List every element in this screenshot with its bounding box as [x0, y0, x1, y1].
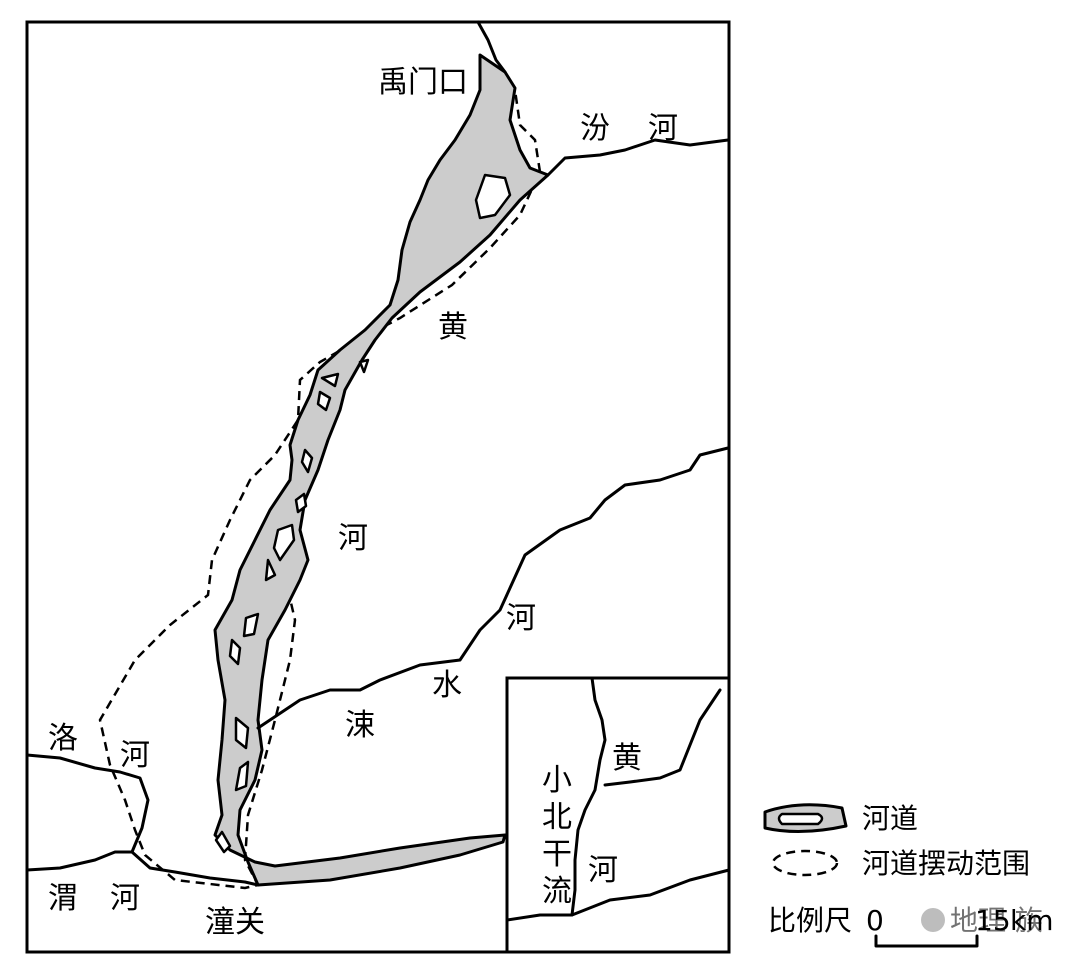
label-su-3: 涑: [345, 708, 375, 743]
label-wei-1: 渭: [48, 881, 78, 916]
inset-bottom-river: [505, 868, 731, 922]
watermark: 地理 族: [921, 904, 1043, 937]
scale-unit: km: [1010, 904, 1054, 937]
inset-frame: [505, 676, 731, 954]
scale-zero: 0: [866, 904, 884, 937]
scale-value: 15: [975, 904, 1011, 937]
island: [242, 612, 260, 638]
island: [320, 372, 340, 388]
legend-swing-label: 河道摆动范围: [862, 847, 1030, 880]
label-fen-he-1: 汾: [580, 111, 610, 146]
label-tongguan: 潼关: [205, 905, 265, 940]
island: [234, 716, 250, 750]
inset-map: 黄 河 小 北 干 流: [505, 676, 731, 954]
legend: 河道 河道摆动范围: [763, 802, 1030, 880]
inset-label-gan: 干: [542, 837, 572, 872]
scale-bar: 比例尺 0 15 km: [768, 904, 1054, 948]
label-huang-main: 黄: [438, 310, 468, 345]
legend-channel-label: 河道: [862, 802, 918, 835]
scale-label: 比例尺: [768, 904, 852, 937]
label-wei-2: 河: [110, 881, 140, 916]
legend-swing-symbol: [771, 849, 839, 877]
label-luo-1: 洛: [48, 721, 78, 756]
wechat-icon: [921, 908, 945, 932]
island: [300, 448, 314, 474]
luo-river: [25, 753, 150, 854]
label-fen-he-2: 河: [648, 111, 678, 146]
label-su-2: 水: [432, 668, 462, 703]
fen-river: [546, 138, 730, 177]
island: [294, 492, 308, 514]
island: [316, 390, 332, 412]
watermark-text: 地理 族: [950, 904, 1043, 937]
label-luo-2: 河: [120, 738, 150, 773]
su-river: [256, 446, 730, 730]
inset-label-liu: 流: [542, 874, 572, 909]
inset-label-huang: 黄: [612, 741, 642, 776]
label-he-main: 河: [338, 521, 368, 556]
inset-yellow-river-west: [570, 676, 607, 917]
inset-label-bei: 北: [542, 800, 572, 835]
map-frame: [25, 20, 731, 954]
inset-label-xiao: 小: [542, 763, 572, 798]
island: [272, 523, 296, 562]
legend-channel-bar: [777, 812, 824, 826]
wei-river: [25, 850, 260, 887]
island: [228, 638, 242, 666]
channel-swing-range: [98, 86, 542, 890]
scale-line: [874, 934, 979, 948]
yellow-river-upper: [476, 20, 507, 74]
yellow-river-channel: [213, 53, 550, 887]
label-su-1: 河: [506, 601, 536, 636]
island: [358, 358, 370, 374]
island: [234, 760, 250, 792]
inset-label-he: 河: [588, 853, 618, 888]
island: [474, 173, 512, 220]
label-yumenkou: 禹门口: [378, 65, 468, 100]
island: [214, 830, 232, 854]
inset-yellow-river-east: [603, 688, 722, 787]
island: [264, 558, 277, 582]
